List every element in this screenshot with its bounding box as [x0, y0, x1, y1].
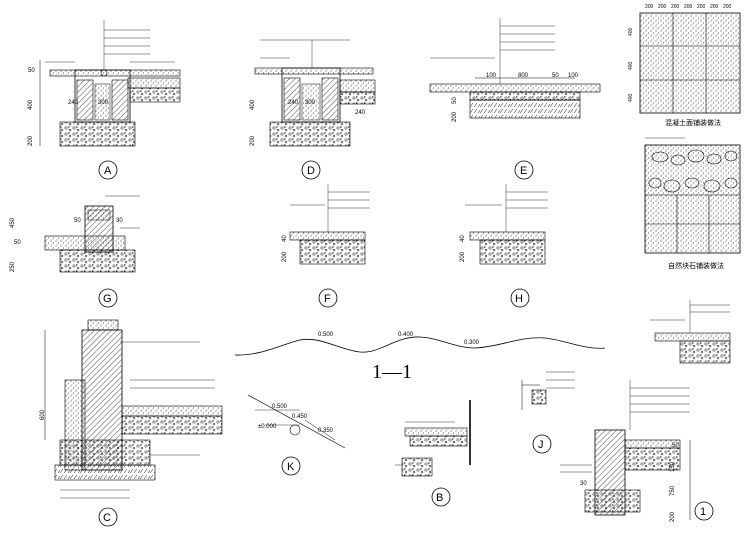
tile-side-1: 400 [628, 27, 634, 36]
detail-h-label: H [515, 293, 523, 305]
g-dim-50b: 50 [74, 218, 81, 224]
e-dim-50b: 50 [452, 97, 458, 104]
tile-dim-2: 200 [658, 4, 667, 10]
e-dim-50: 50 [552, 73, 559, 79]
f-dim-40: 40 [282, 235, 288, 242]
tile-dim-5: 200 [697, 4, 706, 10]
detail-1-label: 1 [700, 506, 706, 518]
detail-j: J [521, 371, 575, 454]
tile-dim-1: 200 [645, 4, 654, 10]
detail-e-label: E [520, 165, 527, 177]
detail-a-label: A [104, 165, 112, 177]
detail-1: 50 30 150 200 750 1 [560, 380, 714, 522]
detail-d: 400 240 300 240 200 D [250, 39, 376, 180]
one-dim-150: 150 [670, 461, 676, 472]
detail-e: 100 800 50 100 50 200 E [429, 18, 601, 180]
detail-d-marker [301, 160, 321, 180]
detail-c-marker [98, 507, 118, 527]
d-dim-240b: 240 [355, 110, 366, 116]
detail-c-label: C [103, 512, 111, 524]
detail-g-label: G [103, 293, 112, 305]
detail-h-marker [510, 288, 530, 308]
tile-dim-7: 200 [723, 4, 732, 10]
g-dim-450: 450 [10, 217, 16, 228]
detail-k-label: K [287, 461, 295, 473]
detail-c: 600 C [40, 319, 223, 527]
one-dim-50: 50 [672, 443, 679, 449]
d-dim-400: 400 [250, 99, 256, 110]
detail-small-right [650, 300, 731, 364]
detail-h: 40 200 H [460, 184, 548, 308]
one-dim-200: 200 [670, 511, 676, 522]
detail-f-marker [318, 288, 338, 308]
tile-plan-caption: 混凝土面铺装做法 [665, 118, 721, 127]
k-level-2: 0.450 [292, 414, 308, 420]
tile-plan: 200 200 200 200 200 200 200 400 400 400 … [628, 4, 741, 127]
detail-a-marker [98, 160, 118, 180]
k-level-4: 0.350 [318, 428, 334, 434]
detail-f: 40 200 F [282, 184, 370, 308]
detail-f-label: F [324, 293, 331, 305]
detail-d-label: D [307, 165, 315, 177]
k-level-3: ±0.000 [258, 424, 277, 430]
a-dim-50: 50 [28, 68, 35, 74]
h-dim-200: 200 [460, 251, 466, 262]
e-dim-100b: 100 [568, 73, 579, 79]
section-1-1: 0.500 0.400 0.300 1—1 [234, 332, 606, 383]
g-dim-250: 250 [10, 261, 16, 272]
d-dim-300: 300 [305, 100, 316, 106]
e-dim-200: 200 [452, 111, 458, 122]
e-dim-800: 800 [518, 73, 529, 79]
one-dim-750: 750 [670, 485, 676, 496]
detail-k: 0.500 0.450 ±0.000 0.350 K [247, 394, 346, 476]
a-dim-300: 300 [98, 100, 109, 106]
a-dim-200: 200 [28, 135, 34, 146]
d-dim-240: 240 [288, 100, 299, 106]
one-dim-30: 30 [580, 481, 587, 487]
detail-b: B [395, 400, 471, 507]
f-dim-200: 200 [282, 251, 288, 262]
detail-j-marker [532, 434, 552, 454]
tile-dim-6: 200 [710, 4, 719, 10]
tile-dim-4: 200 [684, 4, 693, 10]
e-dim-100: 100 [486, 73, 497, 79]
stone-plan-caption: 自然块石铺装做法 [668, 261, 724, 270]
h-dim-40: 40 [460, 235, 466, 242]
detail-a: 400 240 300 200 50 A [28, 20, 181, 180]
detail-g: 450 50 50 250 30 G [10, 195, 140, 308]
a-dim-240: 240 [68, 100, 79, 106]
detail-g-marker [98, 288, 118, 308]
detail-b-label: B [436, 492, 443, 504]
g-dim-30: 30 [116, 218, 123, 224]
detail-k-marker [281, 456, 301, 476]
section-title: 1—1 [372, 361, 412, 383]
detail-1-marker [694, 501, 714, 521]
tile-dim-3: 200 [671, 4, 680, 10]
detail-e-marker [514, 160, 534, 180]
section-level-3: 0.300 [464, 340, 480, 346]
k-level-1: 0.500 [272, 404, 288, 410]
stone-plan: 自然块石铺装做法 [644, 137, 741, 270]
detail-j-label: J [538, 439, 544, 451]
a-dim-400: 400 [28, 99, 34, 110]
tile-side-3: 400 [628, 93, 634, 102]
d-dim-200: 200 [250, 135, 256, 146]
g-dim-50: 50 [14, 240, 21, 246]
section-level-1: 0.500 [318, 332, 334, 338]
detail-b-marker [431, 487, 451, 507]
c-dim-600: 600 [40, 409, 46, 420]
section-level-2: 0.400 [398, 332, 414, 338]
tile-side-2: 400 [628, 61, 634, 70]
